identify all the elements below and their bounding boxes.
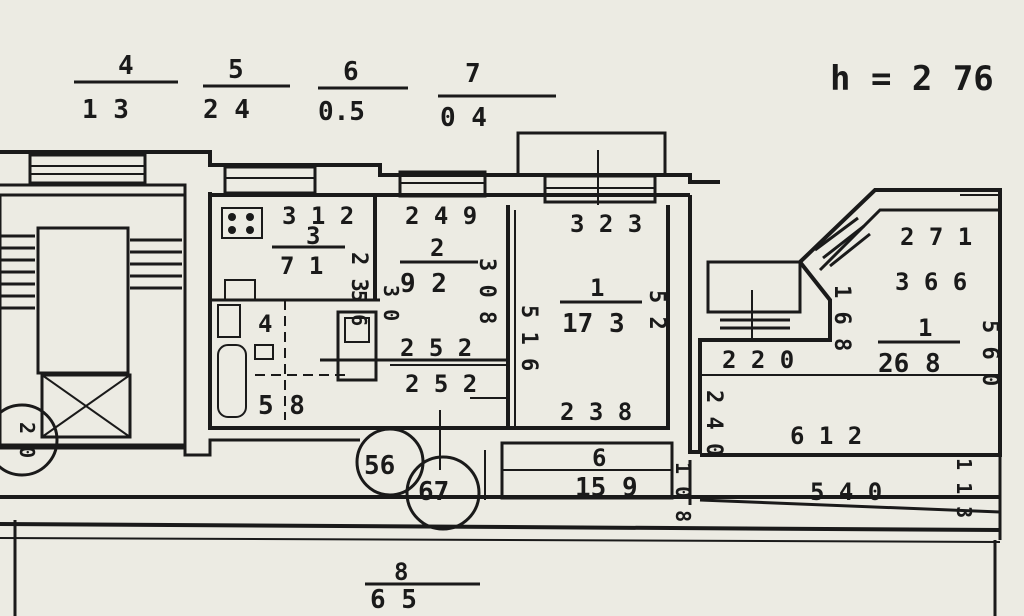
room-kitchen: 3 1 2 3 7 1 [272, 202, 354, 280]
dimension-label: 3 0 [379, 285, 403, 321]
circled-mark: 56 [364, 451, 395, 481]
dimension-label: 3 0 8 [474, 258, 499, 324]
dimension-label: 2 0 [15, 422, 39, 458]
room-number: 4 [258, 310, 272, 338]
legend-area: 1 3 [82, 95, 129, 125]
room-1b: 2 7 1 3 6 6 1 26 8 2 2 0 6 1 2 [722, 223, 972, 450]
dimension-label: 2 4 0 [701, 390, 726, 456]
dimension-label: 5 6 [347, 290, 371, 326]
legend-item-5: 5 2 4 [203, 55, 290, 125]
room-number: 3 [306, 222, 320, 250]
dimension-label: 2 2 0 [722, 346, 794, 374]
dimension-label: 1 6 8 [829, 285, 854, 351]
walls [0, 131, 1002, 616]
dimension-label: 2 4 9 [405, 202, 477, 230]
dimension-label: 5 6 0 [977, 320, 1002, 386]
vertical-labels: 2 3 3 0 8 5 1 6 5 2 1 6 8 5 6 0 2 4 0 1 … [15, 252, 1002, 522]
room-area: 6 5 [370, 585, 417, 615]
dimension-label: 2 3 [346, 252, 371, 292]
legend-item-7: 7 0 4 [438, 59, 556, 133]
room-number: 1 [590, 274, 604, 302]
dimension-label: 2 3 8 [560, 398, 632, 426]
dimension-label: 3 2 3 [570, 210, 642, 238]
dimension-label: 5 2 [644, 290, 669, 330]
room-number: 8 [394, 558, 408, 586]
ceiling-height-label: h = 2 76 [830, 59, 994, 99]
legend-num: 4 [118, 51, 134, 81]
room-1: 3 2 3 1 17 3 2 3 8 [560, 210, 642, 426]
room-area: 7 1 [280, 252, 323, 280]
corridor: 5 4 0 8 6 5 [365, 478, 882, 615]
room-area: 15 9 [575, 473, 638, 503]
dimension-label: 3 1 2 [282, 202, 354, 230]
header-legend: 4 1 3 5 2 4 6 0.5 7 0 4 h = 2 76 [74, 51, 994, 133]
legend-num: 5 [228, 55, 244, 85]
room-area: 17 3 [562, 309, 625, 339]
room-2: 2 4 9 2 9 2 2 5 2 2 5 2 [400, 202, 478, 398]
dimension-label: 2 5 2 [405, 370, 477, 398]
dimension-label: 5 1 6 [516, 305, 541, 371]
room-labels: 3 1 2 3 7 1 2 4 9 2 9 2 2 5 2 2 5 2 3 2 … [258, 202, 972, 615]
room-area: 26 8 [878, 349, 941, 379]
room-number: 6 [592, 444, 606, 472]
legend-area: 0 4 [440, 103, 487, 133]
dimension-label: 1 0 8 [671, 462, 695, 522]
dimension-label: 2 5 2 [400, 334, 472, 362]
legend-num: 7 [465, 59, 481, 89]
room-bath: 4 5 8 [258, 310, 305, 421]
room-number: 2 [430, 234, 444, 262]
dimension-label: 5 4 0 [810, 478, 882, 506]
room-6: 6 15 9 [575, 444, 638, 503]
dimension-label: 3 6 6 [895, 268, 967, 296]
circled-mark: 67 [418, 477, 449, 507]
room-area: 9 2 [400, 269, 447, 299]
legend-area: 0.5 [318, 97, 365, 127]
legend-area: 2 4 [203, 95, 250, 125]
room-number: 1 [918, 314, 932, 342]
dimension-label: 2 7 1 [900, 223, 972, 251]
legend-num: 6 [343, 57, 359, 87]
dimension-label: 6 1 2 [790, 422, 862, 450]
legend-item-4: 4 1 3 [74, 51, 178, 125]
room-area: 5 8 [258, 391, 305, 421]
dimension-label: 1 1 3 [952, 458, 976, 518]
legend-item-6: 6 0.5 [318, 57, 408, 127]
